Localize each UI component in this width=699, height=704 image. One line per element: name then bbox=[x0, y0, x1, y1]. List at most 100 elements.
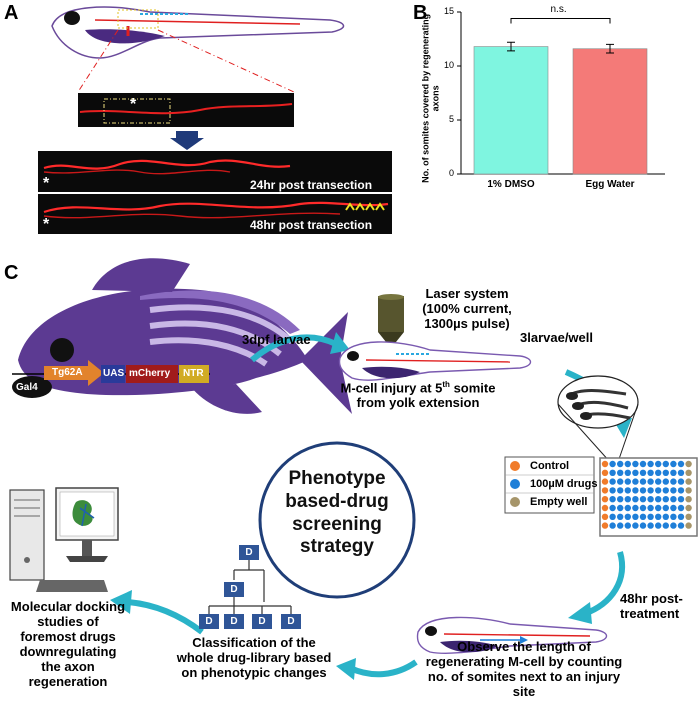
well bbox=[655, 504, 662, 512]
well bbox=[662, 496, 669, 503]
class-line-1: Classification of the bbox=[192, 635, 316, 650]
center-line-3: screening bbox=[292, 513, 382, 535]
well bbox=[677, 487, 685, 494]
well bbox=[632, 478, 639, 485]
classification-label: Classification of the whole drug-library… bbox=[166, 635, 342, 681]
asterisk-48: * bbox=[43, 216, 50, 233]
well bbox=[670, 522, 677, 529]
well bbox=[647, 504, 654, 512]
well bbox=[624, 487, 631, 494]
laser-line-3: 1300µs pulse) bbox=[424, 315, 510, 331]
panel-letter-c: C bbox=[4, 262, 19, 284]
tree-node-2: D bbox=[199, 614, 219, 629]
well bbox=[662, 478, 669, 485]
tree-node-1: D bbox=[224, 582, 244, 597]
legend-drugs-swatch bbox=[510, 479, 520, 489]
y-tick-label-0: 0 bbox=[448, 168, 454, 178]
center-circle bbox=[258, 441, 416, 599]
injury-sup: th bbox=[442, 380, 450, 389]
well bbox=[677, 460, 685, 468]
well bbox=[655, 513, 662, 520]
error-bar-0 bbox=[507, 41, 515, 52]
well bbox=[685, 496, 692, 503]
down-arrow-icon bbox=[170, 131, 204, 150]
mcherry-box bbox=[126, 365, 178, 383]
well bbox=[609, 478, 616, 485]
label-24hr: 24hr post transection bbox=[250, 178, 373, 192]
well bbox=[609, 522, 616, 529]
docking-label: Molecular docking studies of foremost dr… bbox=[0, 599, 136, 690]
laser-system bbox=[378, 294, 404, 356]
larvae-per-well-label: 3larvae/well bbox=[520, 330, 593, 345]
well bbox=[624, 478, 631, 485]
legend-empty-label: Empty well bbox=[530, 496, 588, 508]
asterisk-zoom: * bbox=[130, 96, 137, 113]
well bbox=[617, 478, 624, 485]
well bbox=[677, 469, 685, 476]
well bbox=[601, 460, 609, 468]
observe-line-4: site bbox=[512, 683, 536, 699]
dock-line-4: downregulating bbox=[19, 643, 117, 659]
well bbox=[601, 504, 609, 512]
dock-line-1: Molecular docking bbox=[10, 599, 126, 614]
well bbox=[677, 496, 685, 503]
tree-node-5: D bbox=[281, 614, 301, 629]
well bbox=[655, 469, 662, 476]
well bbox=[601, 478, 609, 485]
post-treatment-label: 48hr post- treatment bbox=[620, 591, 683, 622]
well bbox=[662, 522, 669, 529]
asterisk-24: * bbox=[43, 175, 50, 192]
well bbox=[624, 496, 631, 503]
dock-line-2: studies of bbox=[37, 613, 99, 629]
significance-bracket bbox=[510, 17, 611, 24]
well bbox=[647, 496, 654, 503]
well bbox=[617, 522, 624, 529]
well bbox=[677, 504, 685, 512]
legend-drugs-label: 100µM drugs bbox=[530, 478, 598, 490]
center-line-4: strategy bbox=[300, 536, 374, 558]
well bbox=[632, 460, 639, 468]
dock-line-5: the axon bbox=[41, 658, 95, 674]
laser-line-1: Laser system bbox=[425, 286, 509, 301]
well bbox=[601, 513, 609, 520]
well bbox=[609, 487, 616, 494]
well bbox=[677, 522, 685, 529]
well bbox=[601, 487, 609, 494]
well bbox=[685, 469, 692, 476]
observe-line-2: regenerating M-cell by counting bbox=[425, 653, 623, 669]
well bbox=[632, 504, 639, 512]
well bbox=[639, 478, 647, 485]
tree-node-0: D bbox=[239, 545, 259, 560]
well bbox=[624, 460, 631, 468]
larva-observe bbox=[416, 616, 608, 654]
well bbox=[685, 487, 692, 494]
curved-arrow-dock-icon bbox=[110, 590, 132, 614]
well bbox=[639, 469, 647, 476]
well bbox=[647, 522, 654, 529]
significance-label: n.s. bbox=[550, 4, 567, 16]
well bbox=[624, 522, 631, 529]
y-tick-label-2: 10 bbox=[443, 60, 454, 70]
well bbox=[639, 504, 647, 512]
observe-line-1: Observe the length of bbox=[457, 639, 591, 654]
well bbox=[632, 496, 639, 503]
injury-line-1: M-cell injury at 5th somite bbox=[330, 380, 506, 396]
construct-mcherry: mCherry bbox=[129, 368, 171, 379]
well bbox=[655, 522, 662, 529]
tg62a-arrow bbox=[44, 360, 104, 386]
well bbox=[601, 522, 609, 529]
well bbox=[677, 478, 685, 485]
well bbox=[647, 469, 654, 476]
computer-icon bbox=[9, 487, 119, 592]
well bbox=[647, 513, 654, 520]
well bbox=[647, 478, 654, 485]
well bbox=[617, 460, 624, 468]
well bbox=[670, 487, 677, 494]
well bbox=[655, 460, 662, 468]
well bbox=[670, 504, 677, 512]
well bbox=[655, 496, 662, 503]
well bbox=[624, 504, 631, 512]
legend-control-swatch bbox=[510, 461, 520, 471]
well bbox=[617, 496, 624, 503]
x-tick-label-egg-water: Egg Water bbox=[585, 179, 635, 190]
